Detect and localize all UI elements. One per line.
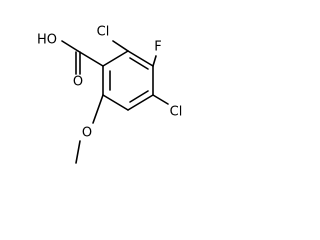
bond-c2-cl bbox=[112, 40, 129, 52]
carbonyl-oxygen-label: O bbox=[73, 75, 83, 90]
chloro-2-label: Cl bbox=[97, 25, 110, 40]
bond-c4-c5-inner bbox=[129, 90, 149, 103]
methoxy-oxygen-label: O bbox=[82, 126, 92, 141]
chloro-4-label: Cl bbox=[170, 105, 183, 120]
bond-c2-c3-inner bbox=[129, 57, 149, 70]
bond-c5-c6 bbox=[102, 94, 129, 111]
bond-c1-carboxyl bbox=[77, 50, 104, 67]
bond-c4-c5 bbox=[127, 94, 154, 111]
molecule-structure: HO O Cl F Cl O bbox=[37, 25, 182, 164]
bond-c4-cl bbox=[152, 94, 169, 105]
bond-c2-c3 bbox=[127, 50, 154, 67]
hydroxyl-label: HO bbox=[37, 33, 57, 48]
bond-carboxyl-oh bbox=[61, 40, 79, 52]
bond-c6-o bbox=[92, 94, 104, 124]
bonds bbox=[61, 40, 169, 164]
atom-labels: HO O Cl F Cl O bbox=[37, 25, 182, 141]
bond-c1-c2 bbox=[102, 50, 129, 67]
fluoro-label: F bbox=[154, 40, 161, 55]
bond-c3-f bbox=[152, 55, 157, 67]
bond-o-methyl bbox=[75, 140, 81, 164]
